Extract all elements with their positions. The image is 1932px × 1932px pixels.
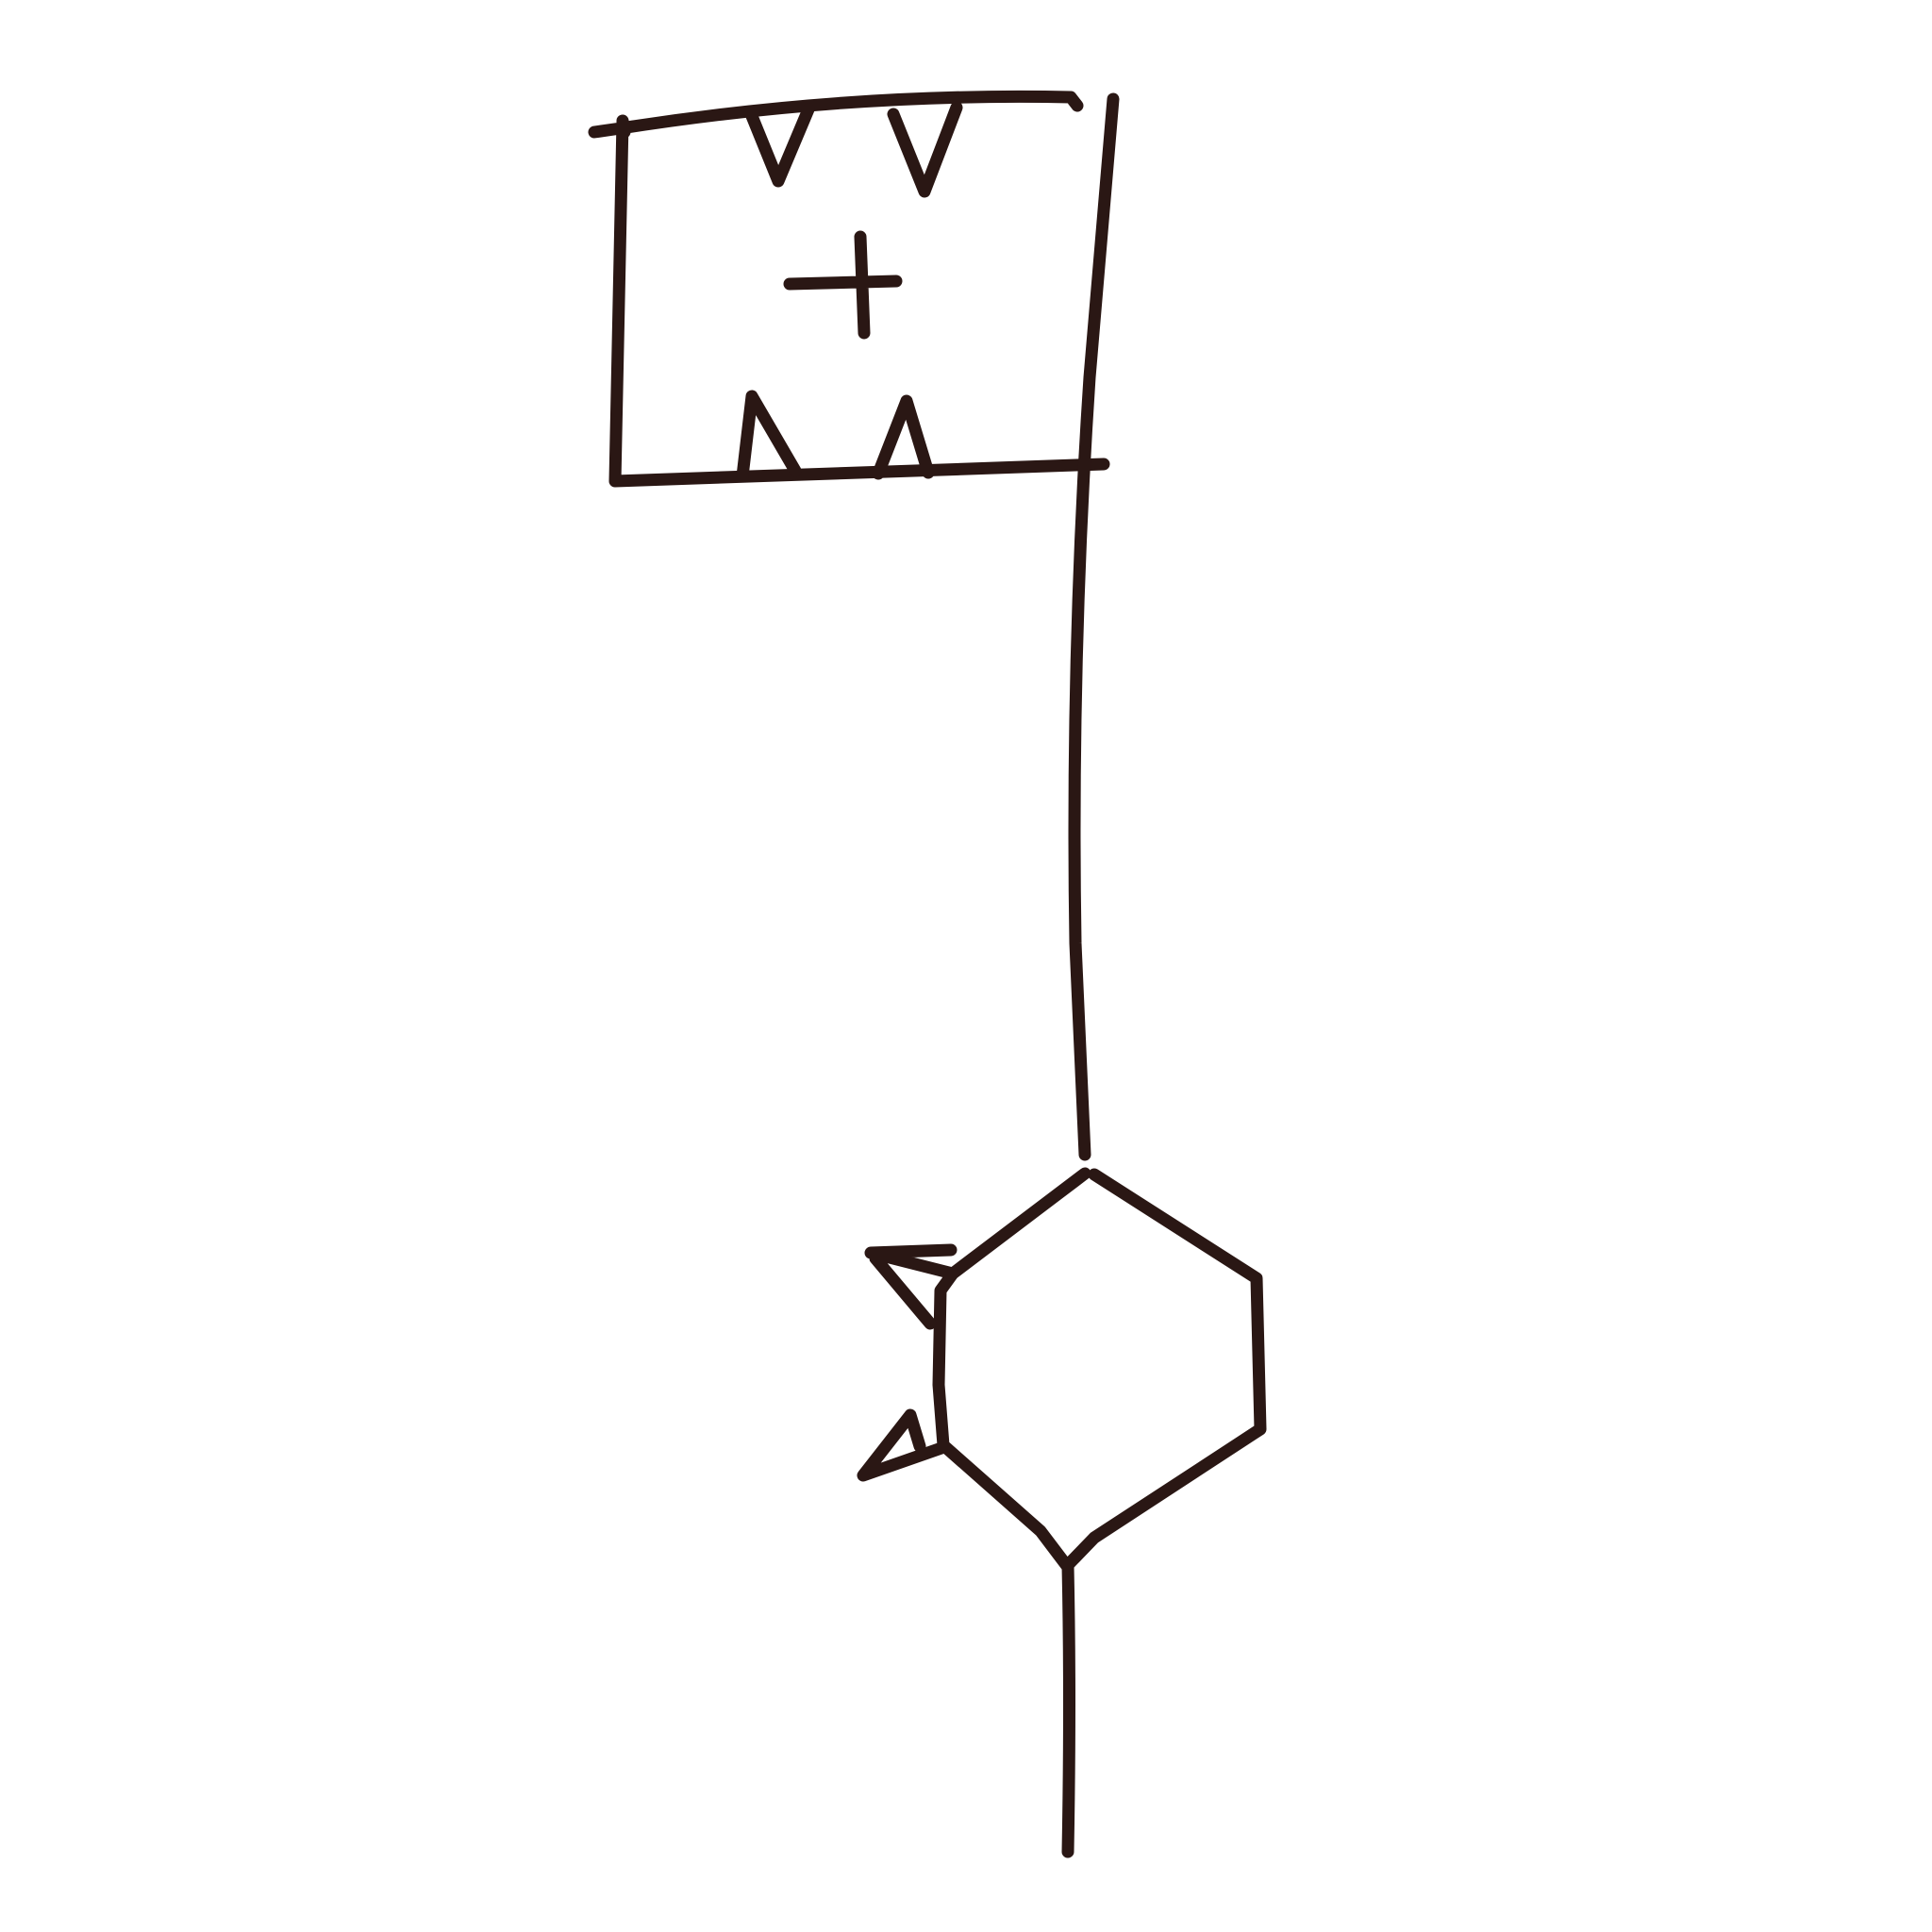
top-left-notch [745,103,815,188]
plus-symbol [783,230,903,340]
rectangle-outline [588,90,1110,488]
hexagon-component [857,1167,1267,1573]
bottom-left-notch [736,390,802,483]
main-vertical-line [1068,92,1120,1161]
upper-side-triangle [864,1243,959,1330]
lower-side-triangle [857,1408,948,1482]
bottom-right-notch [872,394,935,480]
bottom-lead-line [1061,1559,1075,1858]
top-right-notch [887,101,963,198]
hexagon-outline [932,1167,1267,1573]
rectangle-component [588,90,1110,488]
